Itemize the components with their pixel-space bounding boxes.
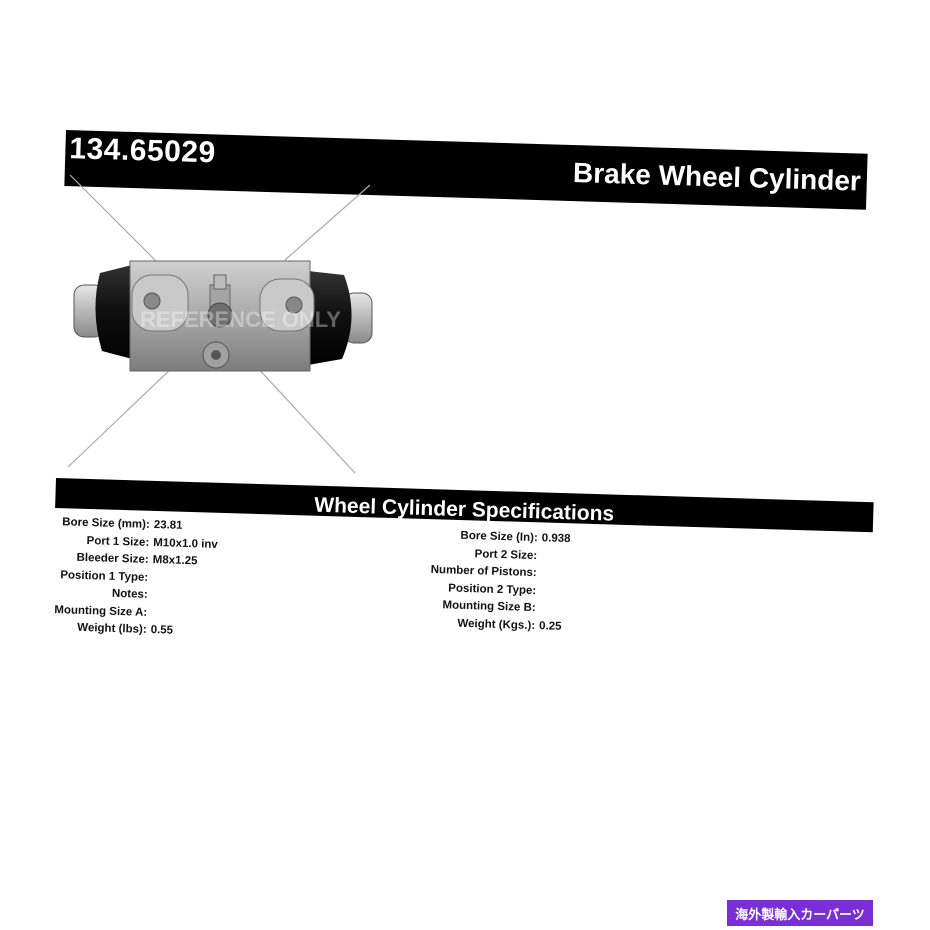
spec-value: 23.81 bbox=[153, 519, 183, 532]
spec-label: Port 1 Size: bbox=[86, 534, 150, 549]
shop-badge: 海外製輸入カーパーツ bbox=[727, 900, 873, 926]
product-type-title: Brake Wheel Cylinder bbox=[572, 157, 862, 197]
spec-column-left: Bore Size (mm):23.81 Port 1 Size:M10x1.0… bbox=[48, 516, 218, 643]
spec-value: M10x1.0 inv bbox=[153, 536, 218, 551]
spec-column-right: Bore Size (In):0.938 Port 2 Size: Number… bbox=[397, 528, 571, 638]
spec-label: Bore Size (In): bbox=[460, 529, 538, 545]
spec-value: 0.55 bbox=[150, 623, 174, 637]
wheel-cylinder-icon: REFERENCE ONLY bbox=[67, 175, 373, 474]
spec-label: Bore Size (mm): bbox=[62, 516, 150, 531]
spec-value: 0.938 bbox=[541, 532, 571, 546]
spec-label: Notes: bbox=[111, 587, 148, 601]
part-number: 134.65029 bbox=[68, 132, 217, 170]
watermark-text: REFERENCE ONLY bbox=[140, 307, 341, 332]
spec-value: M8x1.25 bbox=[152, 554, 198, 568]
spec-label: Position 1 Type: bbox=[60, 568, 149, 584]
spec-value: 0.25 bbox=[538, 619, 562, 633]
spec-label: Weight (lbs): bbox=[77, 621, 147, 636]
spec-label: Bleeder Size: bbox=[76, 551, 149, 566]
spec-row: Weight (Kgs.):0.25 bbox=[397, 615, 568, 638]
spec-label: Mounting Size A: bbox=[54, 603, 148, 619]
spec-row: Weight (lbs):0.55 bbox=[48, 621, 215, 643]
